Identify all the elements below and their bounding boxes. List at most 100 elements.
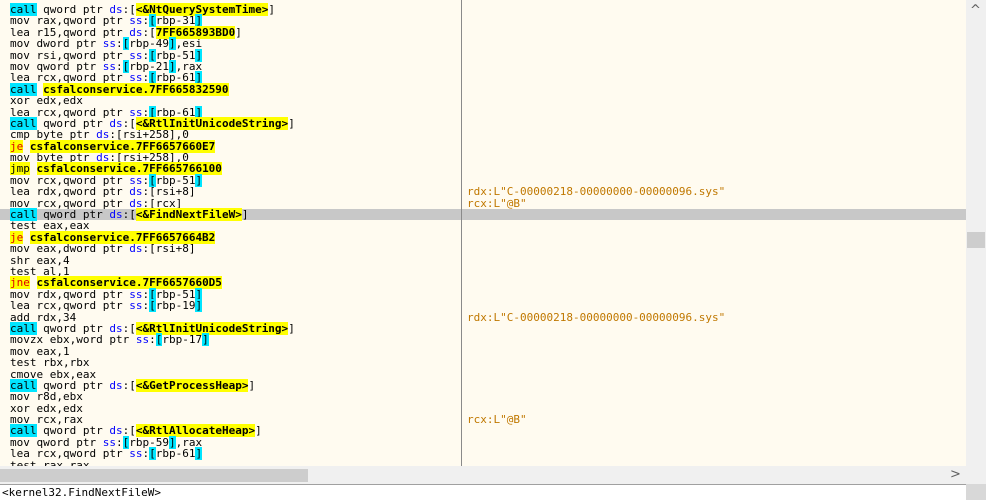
instruction-row[interactable]: mov qword ptr ss:[rbp-21],rax	[0, 59, 966, 73]
instruction-row[interactable]: shr eax,4	[0, 253, 966, 267]
instruction-row[interactable]: mov rcx,qword ptr ds:[rcx] rcx:L"@B"	[0, 196, 966, 210]
instruction-row[interactable]: mov byte ptr ds:[rsi+258],0	[0, 151, 966, 165]
scrollbar-corner	[966, 466, 986, 484]
column-divider	[461, 0, 462, 466]
scroll-up-icon[interactable]: ^	[970, 3, 981, 18]
instruction-row[interactable]: call csfalconservice.7FF665832590	[0, 82, 966, 96]
instruction-text: mov dword ptr ss:[rbp-49],esi	[10, 37, 203, 51]
instruction-text: mov rsi,qword ptr ss:[rbp-51]	[10, 48, 203, 62]
instruction-text: lea r15,qword ptr ds:[7FF665893BD0]	[10, 25, 242, 39]
instruction-text: shr eax,4	[10, 253, 70, 267]
instruction-row[interactable]: lea rcx,qword ptr ss:[rbp-61]	[0, 105, 966, 119]
instruction-text: add rdx,34	[10, 310, 77, 324]
instruction-text: je csfalconservice.7FF6657660E7	[10, 139, 216, 153]
instruction-row[interactable]: lea rcx,qword ptr ss:[rbp-61]	[0, 71, 966, 85]
instruction-row[interactable]: test eax,eax	[0, 219, 966, 233]
instruction-row[interactable]: lea rcx,qword ptr ss:[rbp-61]	[0, 447, 966, 461]
instruction-row[interactable]: xor edx,edx	[0, 94, 966, 108]
instruction-comment: rcx:L"@B"	[467, 196, 527, 210]
disassembly-pane[interactable]: call qword ptr ds:[<&NtQuerySystemTime>]…	[0, 0, 966, 466]
instruction-text: call qword ptr ds:[<&RtlAllocateHeap>]	[10, 424, 262, 438]
instruction-text: mov eax,dword ptr ds:[rsi+8]	[10, 242, 196, 256]
instruction-row[interactable]: cmove ebx,eax	[0, 367, 966, 381]
horizontal-scroll-thumb[interactable]	[0, 469, 308, 482]
status-bar: <kernel32.FindNextFileW>	[0, 484, 966, 500]
instruction-row[interactable]: mov r8d,ebx	[0, 390, 966, 404]
instruction-row[interactable]: jne csfalconservice.7FF6657660D5	[0, 276, 966, 290]
instruction-row[interactable]: lea rcx,qword ptr ss:[rbp-19]	[0, 299, 966, 313]
instruction-text: xor edx,edx	[10, 94, 83, 108]
instruction-text: call qword ptr ds:[<&FindNextFileW>]	[10, 208, 249, 222]
instruction-text: mov byte ptr ds:[rsi+258],0	[10, 151, 189, 165]
instruction-text: mov rcx,qword ptr ds:[rcx]	[10, 196, 183, 210]
instruction-text: test rax,rax	[10, 458, 90, 466]
instruction-row[interactable]: call qword ptr ds:[<&GetProcessHeap>]	[0, 378, 966, 392]
instruction-text: mov rcx,qword ptr ss:[rbp-51]	[10, 173, 203, 187]
instruction-row[interactable]: je csfalconservice.7FF6657660E7	[0, 139, 966, 153]
vertical-scrollbar[interactable]: ^	[966, 0, 986, 466]
instruction-row[interactable]: movzx ebx,word ptr ss:[rbp-17]	[0, 333, 966, 347]
instruction-comment: rdx:L"C-00000218-00000000-00000096.sys"	[467, 310, 726, 324]
instruction-text: lea rcx,qword ptr ss:[rbp-61]	[10, 105, 203, 119]
instruction-row[interactable]: test rbx,rbx	[0, 356, 966, 370]
instruction-row[interactable]: jmp csfalconservice.7FF665766100	[0, 162, 966, 176]
instruction-text: cmp byte ptr ds:[rsi+258],0	[10, 128, 189, 142]
instruction-text: mov rax,qword ptr ss:[rbp-31]	[10, 14, 203, 28]
instruction-text: xor edx,edx	[10, 401, 83, 415]
instruction-text: lea rcx,qword ptr ss:[rbp-61]	[10, 71, 203, 85]
instruction-row[interactable]: xor edx,edx	[0, 401, 966, 415]
instruction-text: lea rcx,qword ptr ss:[rbp-61]	[10, 447, 203, 461]
scroll-right-icon[interactable]: >	[950, 467, 961, 482]
instruction-row[interactable]: mov rsi,qword ptr ss:[rbp-51]	[0, 48, 966, 62]
instruction-row[interactable]: lea r15,qword ptr ds:[7FF665893BD0]	[0, 25, 966, 39]
instruction-text: lea rdx,qword ptr ds:[rsi+8]	[10, 185, 196, 199]
instruction-text: call qword ptr ds:[<&RtlInitUnicodeStrin…	[10, 116, 295, 130]
instruction-row[interactable]: test rax,rax	[0, 458, 966, 466]
instruction-text: mov qword ptr ss:[rbp-59],rax	[10, 435, 203, 449]
instruction-row[interactable]: mov rax,qword ptr ss:[rbp-31]	[0, 14, 966, 28]
instruction-text: cmove ebx,eax	[10, 367, 97, 381]
instruction-row[interactable]: mov rdx,qword ptr ss:[rbp-51]	[0, 287, 966, 301]
instruction-text: jne csfalconservice.7FF6657660D5	[10, 276, 222, 290]
instruction-text: mov qword ptr ss:[rbp-21],rax	[10, 59, 203, 73]
instruction-text: lea rcx,qword ptr ss:[rbp-19]	[10, 299, 203, 313]
instruction-row[interactable]: mov rcx,rax rcx:L"@B"	[0, 413, 966, 427]
vertical-scroll-thumb[interactable]	[967, 232, 985, 248]
instruction-text: call qword ptr ds:[<&NtQuerySystemTime>]	[10, 3, 275, 16]
instruction-row[interactable]: mov eax,1	[0, 344, 966, 358]
horizontal-scrollbar[interactable]: >	[0, 466, 966, 484]
instruction-text: mov rdx,qword ptr ss:[rbp-51]	[10, 287, 203, 301]
instruction-text: movzx ebx,word ptr ss:[rbp-17]	[10, 333, 209, 347]
instruction-text: mov r8d,ebx	[10, 390, 83, 404]
instruction-row-selected[interactable]: call qword ptr ds:[<&FindNextFileW>]	[0, 208, 966, 222]
instruction-text: call csfalconservice.7FF665832590	[10, 82, 229, 96]
instruction-row[interactable]: cmp byte ptr ds:[rsi+258],0	[0, 128, 966, 142]
instruction-row[interactable]: je csfalconservice.7FF6657664B2	[0, 230, 966, 244]
instruction-text: test eax,eax	[10, 219, 90, 233]
instruction-comment: rdx:L"C-00000218-00000000-00000096.sys"	[467, 185, 726, 199]
instruction-text: call qword ptr ds:[<&GetProcessHeap>]	[10, 378, 256, 392]
instruction-row[interactable]: mov rcx,qword ptr ss:[rbp-51]	[0, 173, 966, 187]
instruction-comment: rcx:L"@B"	[467, 413, 527, 427]
instruction-text: test rbx,rbx	[10, 356, 90, 370]
instruction-text: mov rcx,rax	[10, 413, 83, 427]
instruction-row[interactable]: test al,1	[0, 264, 966, 278]
instruction-row[interactable]: mov qword ptr ss:[rbp-59],rax	[0, 435, 966, 449]
instruction-text: jmp csfalconservice.7FF665766100	[10, 162, 222, 176]
instruction-text: test al,1	[10, 264, 70, 278]
instruction-row[interactable]: call qword ptr ds:[<&RtlInitUnicodeStrin…	[0, 116, 966, 130]
instruction-row[interactable]: call qword ptr ds:[<&RtlAllocateHeap>]	[0, 424, 966, 438]
instruction-list: call qword ptr ds:[<&NtQuerySystemTime>]…	[0, 3, 966, 466]
instruction-row[interactable]: lea rdx,qword ptr ds:[rsi+8] rdx:L"C-0000…	[0, 185, 966, 199]
instruction-text: call qword ptr ds:[<&RtlInitUnicodeStrin…	[10, 321, 295, 335]
instruction-row[interactable]: mov eax,dword ptr ds:[rsi+8]	[0, 242, 966, 256]
instruction-row[interactable]: call qword ptr ds:[<&RtlInitUnicodeStrin…	[0, 321, 966, 335]
instruction-text: je csfalconservice.7FF6657664B2	[10, 230, 216, 244]
instruction-row[interactable]: call qword ptr ds:[<&NtQuerySystemTime>]	[0, 3, 966, 16]
instruction-text: mov eax,1	[10, 344, 70, 358]
status-text: <kernel32.FindNextFileW>	[2, 486, 161, 499]
instruction-row[interactable]: add rdx,34 rdx:L"C-00000218-00000000-0000…	[0, 310, 966, 324]
status-bar-end	[966, 484, 986, 500]
instruction-row[interactable]: mov dword ptr ss:[rbp-49],esi	[0, 37, 966, 51]
